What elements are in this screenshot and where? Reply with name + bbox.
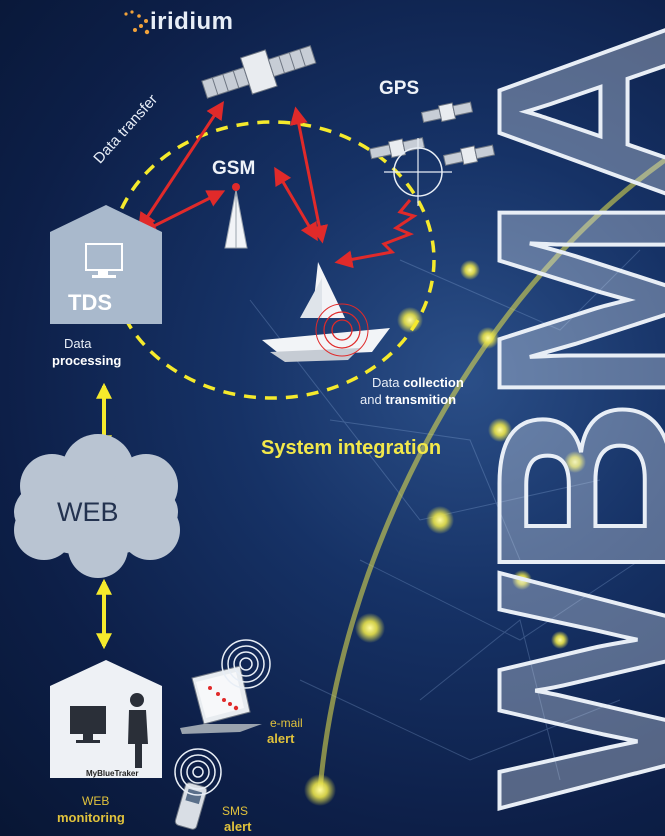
signal-wave-icon <box>221 639 271 689</box>
data-collection-label: Data collection <box>372 375 464 390</box>
email-alert-label-line2: alert <box>267 731 295 746</box>
data-processing-label-line2: processing <box>52 353 122 368</box>
gps-satellite-icon <box>368 101 496 206</box>
laptop-icon <box>180 665 262 734</box>
system-integration-title: System integration <box>261 437 442 459</box>
tds-building <box>50 205 162 324</box>
gps-label: GPS <box>379 78 420 99</box>
signal-wave-icon <box>174 748 222 796</box>
gsm-label: GSM <box>212 158 256 179</box>
cloud-icon <box>14 434 180 578</box>
data-processing-label-line1: Data <box>64 336 92 351</box>
monitoring-building <box>50 660 162 778</box>
glow-nodes <box>304 260 586 806</box>
tds-label: TDS <box>68 290 112 315</box>
iridium-dots-icon <box>124 10 150 35</box>
web-cloud-label: WEB <box>57 497 119 527</box>
gsm-antenna-icon <box>224 183 248 249</box>
satellite-icon <box>201 45 317 99</box>
transmission-label: and transmition <box>360 392 457 407</box>
mybluetraker-logo-text: MyBlueTraker <box>86 769 139 778</box>
background-network <box>249 249 641 781</box>
email-alert-label-line1: e-mail <box>270 716 303 730</box>
iridium-logo-text: iridium <box>150 8 234 35</box>
data-link-arrows <box>138 100 418 269</box>
wbma-brand-text: WBMA <box>444 25 665 810</box>
web-monitoring-label-line1: WEB <box>82 794 110 808</box>
orbit-beam <box>317 157 665 791</box>
web-monitoring-label-line2: monitoring <box>57 810 125 825</box>
sms-alert-label-line1: SMS <box>222 804 249 818</box>
sailboat-icon <box>262 262 390 362</box>
sms-alert-label-line2: alert <box>224 819 252 834</box>
